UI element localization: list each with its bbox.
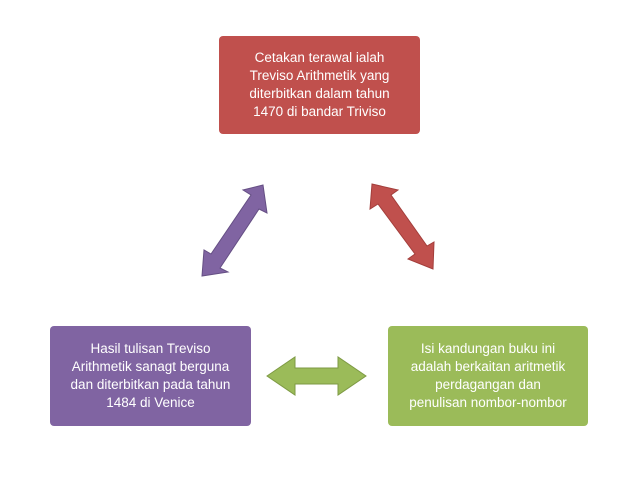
- node-top-line-1: Cetakan terawal ialah: [254, 50, 385, 65]
- node-left-line-1: Hasil tulisan Treviso: [90, 341, 211, 356]
- node-right-line-2: adalah berkaitan aritmetik: [410, 359, 566, 374]
- node-left-line-3: dan diterbitkan pada tahun: [70, 377, 231, 392]
- node-left-line-2: Arithmetik sanagt berguna: [71, 359, 230, 374]
- node-right-contents: Isi kandungan buku ini adalah berkaitan …: [388, 326, 588, 426]
- node-right-text: Isi kandungan buku ini adalah berkaitan …: [409, 340, 567, 412]
- node-right-line-3: perdagangan dan: [435, 377, 541, 392]
- node-left-text: Hasil tulisan Treviso Arithmetik sanagt …: [71, 340, 231, 412]
- node-top-line-4: 1470 di bandar Triviso: [253, 104, 386, 119]
- node-left-line-4: 1484 di Venice: [106, 395, 195, 410]
- node-top-line-2: Treviso Arithmetik yang: [249, 68, 390, 83]
- node-right-line-4: penulisan nombor-nombor: [409, 395, 567, 410]
- double-arrow-left-to-right: [266, 356, 367, 396]
- double-arrow-left-to-top: [201, 184, 268, 277]
- double-arrow-top-to-right: [369, 183, 435, 270]
- node-top-line-3: diterbitkan dalam tahun: [249, 86, 390, 101]
- node-top-text: Cetakan terawal ialah Treviso Arithmetik…: [249, 49, 389, 121]
- node-left-venice-1484: Hasil tulisan Treviso Arithmetik sanagt …: [50, 326, 251, 426]
- node-top-treviso-1470: Cetakan terawal ialah Treviso Arithmetik…: [219, 36, 420, 134]
- node-right-line-1: Isi kandungan buku ini: [420, 341, 556, 356]
